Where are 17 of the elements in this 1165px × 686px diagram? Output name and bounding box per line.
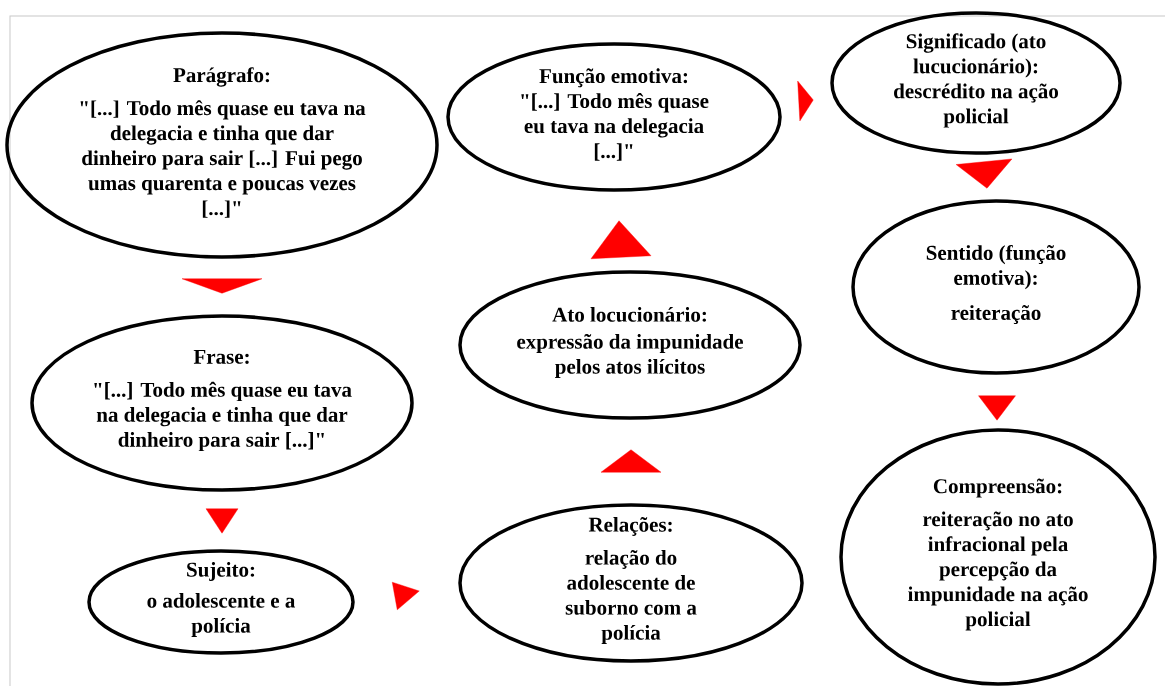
arrow	[181, 278, 263, 294]
ellipse-node: Sentido (função emotiva): reiteração	[851, 199, 1141, 375]
ellipse-node: Significado (ato lucucionário): descrédito na ação policial	[830, 11, 1122, 155]
ellipse-node: Função emotiva: "[...] Todo mês quase eu tava na delegacia [...]"	[446, 42, 782, 192]
arrow	[392, 582, 420, 610]
arrow	[205, 508, 239, 534]
arrow	[600, 449, 662, 473]
ellipse-node: Sujeito: o adolescente e a polícia	[87, 549, 355, 655]
ellipse-node: Relações: relação do adolescente de suborno com a polícia	[458, 503, 804, 663]
ellipse-node: Parágrafo: "[...] Todo mês quase eu tava na delegacia e tinha que dar dinheiro para sair [...] Fui pego umas quarenta e poucas vezes [...]"	[5, 31, 439, 259]
ellipse-node: Frase: "[...] Todo mês quase eu tava na delegacia e tinha que dar dinheiro para sair [...]"	[30, 314, 414, 492]
ellipse-node: Compreensão: reiteração no ato infracional pela percepção da impunidade na ação policial	[839, 428, 1157, 686]
ellipse-node: Ato locucionário: expressão da impunidade pelos atos ilícitos	[458, 270, 802, 420]
arrow	[978, 395, 1016, 421]
arrow	[797, 80, 814, 122]
arrow	[955, 158, 1013, 189]
arrow	[590, 220, 652, 259]
